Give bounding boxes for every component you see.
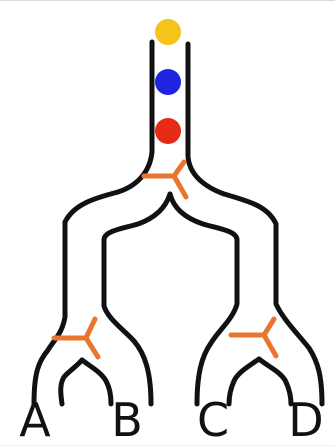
inner-upper-right-wall [170,194,237,404]
outlet-label-a: A [19,393,51,446]
right-split-right-wall [259,359,291,404]
outlet-label-c: C [197,393,229,446]
outlet-labels: A B C D [19,393,323,446]
outlet-label-d: D [288,393,323,446]
valves [54,162,276,357]
outlet-label-b: B [111,393,143,446]
inner-upper-left-wall [104,194,170,404]
balls-group [155,19,181,144]
right-valve[interactable] [231,319,276,356]
yellow-ball [155,19,181,45]
red-ball [155,118,181,144]
tube-walls [34,42,322,404]
blue-ball [155,69,181,95]
left-split-right-wall [82,360,111,404]
right-split-left-wall [229,359,259,404]
left-split-apex [61,360,82,404]
